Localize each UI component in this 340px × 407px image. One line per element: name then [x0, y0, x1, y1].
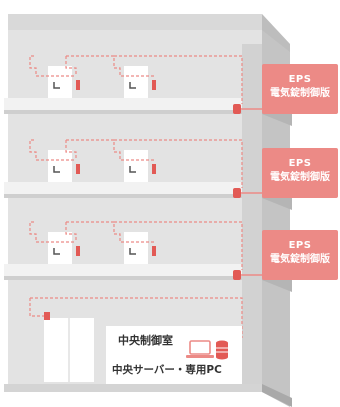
lock-controller-icon — [233, 188, 241, 198]
door-icon — [124, 232, 148, 264]
roof-front — [8, 14, 262, 34]
electric-lock-icon — [76, 164, 80, 174]
ground-floor-base — [4, 384, 262, 392]
ground-floor — [29, 297, 243, 384]
floor-3 — [29, 55, 243, 114]
electric-lock-icon — [152, 80, 156, 90]
eps-label-subtitle: 電気錠制御版 — [270, 88, 330, 99]
electric-lock-icon — [152, 246, 156, 256]
door-icon — [48, 150, 72, 182]
electric-lock-icon — [76, 246, 80, 256]
eps-label-subtitle: 電気錠制御版 — [270, 172, 330, 183]
door-icon — [48, 232, 72, 264]
electric-lock-icon — [44, 312, 50, 320]
eps-label-floor-1: EPS 電気錠制御版 — [262, 230, 338, 280]
eps-label-title: EPS — [288, 158, 312, 169]
eps-label-subtitle: 電気錠制御版 — [270, 254, 330, 265]
server-pc-label: 中央サーバー・専用PC — [112, 364, 222, 376]
door-icon — [124, 150, 148, 182]
lock-controller-icon — [233, 270, 241, 280]
lock-controller-icon — [233, 104, 241, 114]
server-icon — [216, 340, 228, 360]
control-room-label: 中央制御室 — [118, 334, 173, 347]
door-icon — [124, 66, 148, 98]
laptop-icon — [186, 340, 214, 358]
eps-label-title: EPS — [288, 74, 312, 85]
ground-floor-base-side — [262, 384, 292, 407]
electric-lock-icon — [152, 164, 156, 174]
floor-2 — [29, 139, 243, 198]
building-side — [262, 30, 290, 407]
door-icon — [48, 66, 72, 98]
eps-label-title: EPS — [288, 240, 312, 251]
eps-label-floor-2: EPS 電気錠制御版 — [262, 148, 338, 198]
eps-shaft — [242, 44, 262, 384]
floor-1 — [29, 221, 243, 280]
electric-lock-icon — [76, 80, 80, 90]
eps-label-floor-3: EPS 電気錠制御版 — [262, 64, 338, 114]
